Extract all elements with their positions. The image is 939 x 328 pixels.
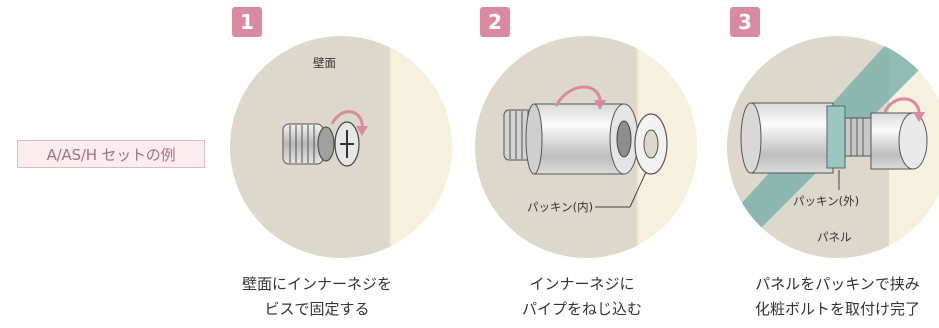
outer-packing [826, 105, 846, 169]
threaded-stud [844, 117, 872, 157]
step-3-caption: パネルをパッキンで挟み 化粧ボルトを取付け完了 [755, 272, 920, 322]
wall-label: 壁面 [313, 56, 336, 70]
pipe [525, 103, 639, 175]
pipe [740, 102, 834, 174]
step-1: 1 壁面 壁 [220, 0, 460, 328]
rotation-arrow [883, 97, 921, 117]
step-1-caption-line-1: 壁面にインナーネジを [242, 275, 393, 293]
step-2-badge: 2 [480, 7, 510, 37]
wall-edge [390, 36, 452, 258]
step-1-illustration: 壁面 [230, 36, 452, 258]
outer-packing-label: パッキン(外) [793, 194, 859, 208]
step-2-caption: インナーネジに パイプをねじ込む [522, 272, 642, 322]
set-example-label: A/AS/H セットの例 [17, 140, 205, 168]
inner-packing-label: パッキン(内) [527, 200, 593, 214]
step-1-badge: 1 [232, 7, 262, 37]
step-3-caption-line-2: 化粧ボルトを取付け完了 [755, 300, 921, 318]
rotation-arrow [554, 85, 602, 107]
step-3-illustration: パッキン(外) パネル [727, 36, 939, 258]
decorative-cap-bolt [870, 112, 928, 170]
screw-head [334, 121, 360, 167]
inner-screw-part [282, 123, 335, 165]
step-3-badge: 3 [730, 7, 760, 37]
step-1-caption-line-2: ビスで固定する [264, 300, 370, 318]
step-2: 2 [470, 0, 710, 328]
inner-packing-washer [634, 113, 668, 175]
step-3-caption-line-1: パネルをパッキンで挟み [755, 275, 920, 293]
step-2-caption-line-2: パイプをねじ込む [522, 300, 643, 318]
rotation-arrow [330, 110, 364, 131]
step-2-illustration: パッキン(内) [475, 36, 697, 258]
step-3: 3 [699, 0, 939, 328]
step-1-caption: 壁面にインナーネジを ビスで固定する [242, 272, 392, 322]
step-2-caption-line-1: インナーネジに [529, 275, 635, 293]
panel-label: パネル [817, 230, 852, 244]
